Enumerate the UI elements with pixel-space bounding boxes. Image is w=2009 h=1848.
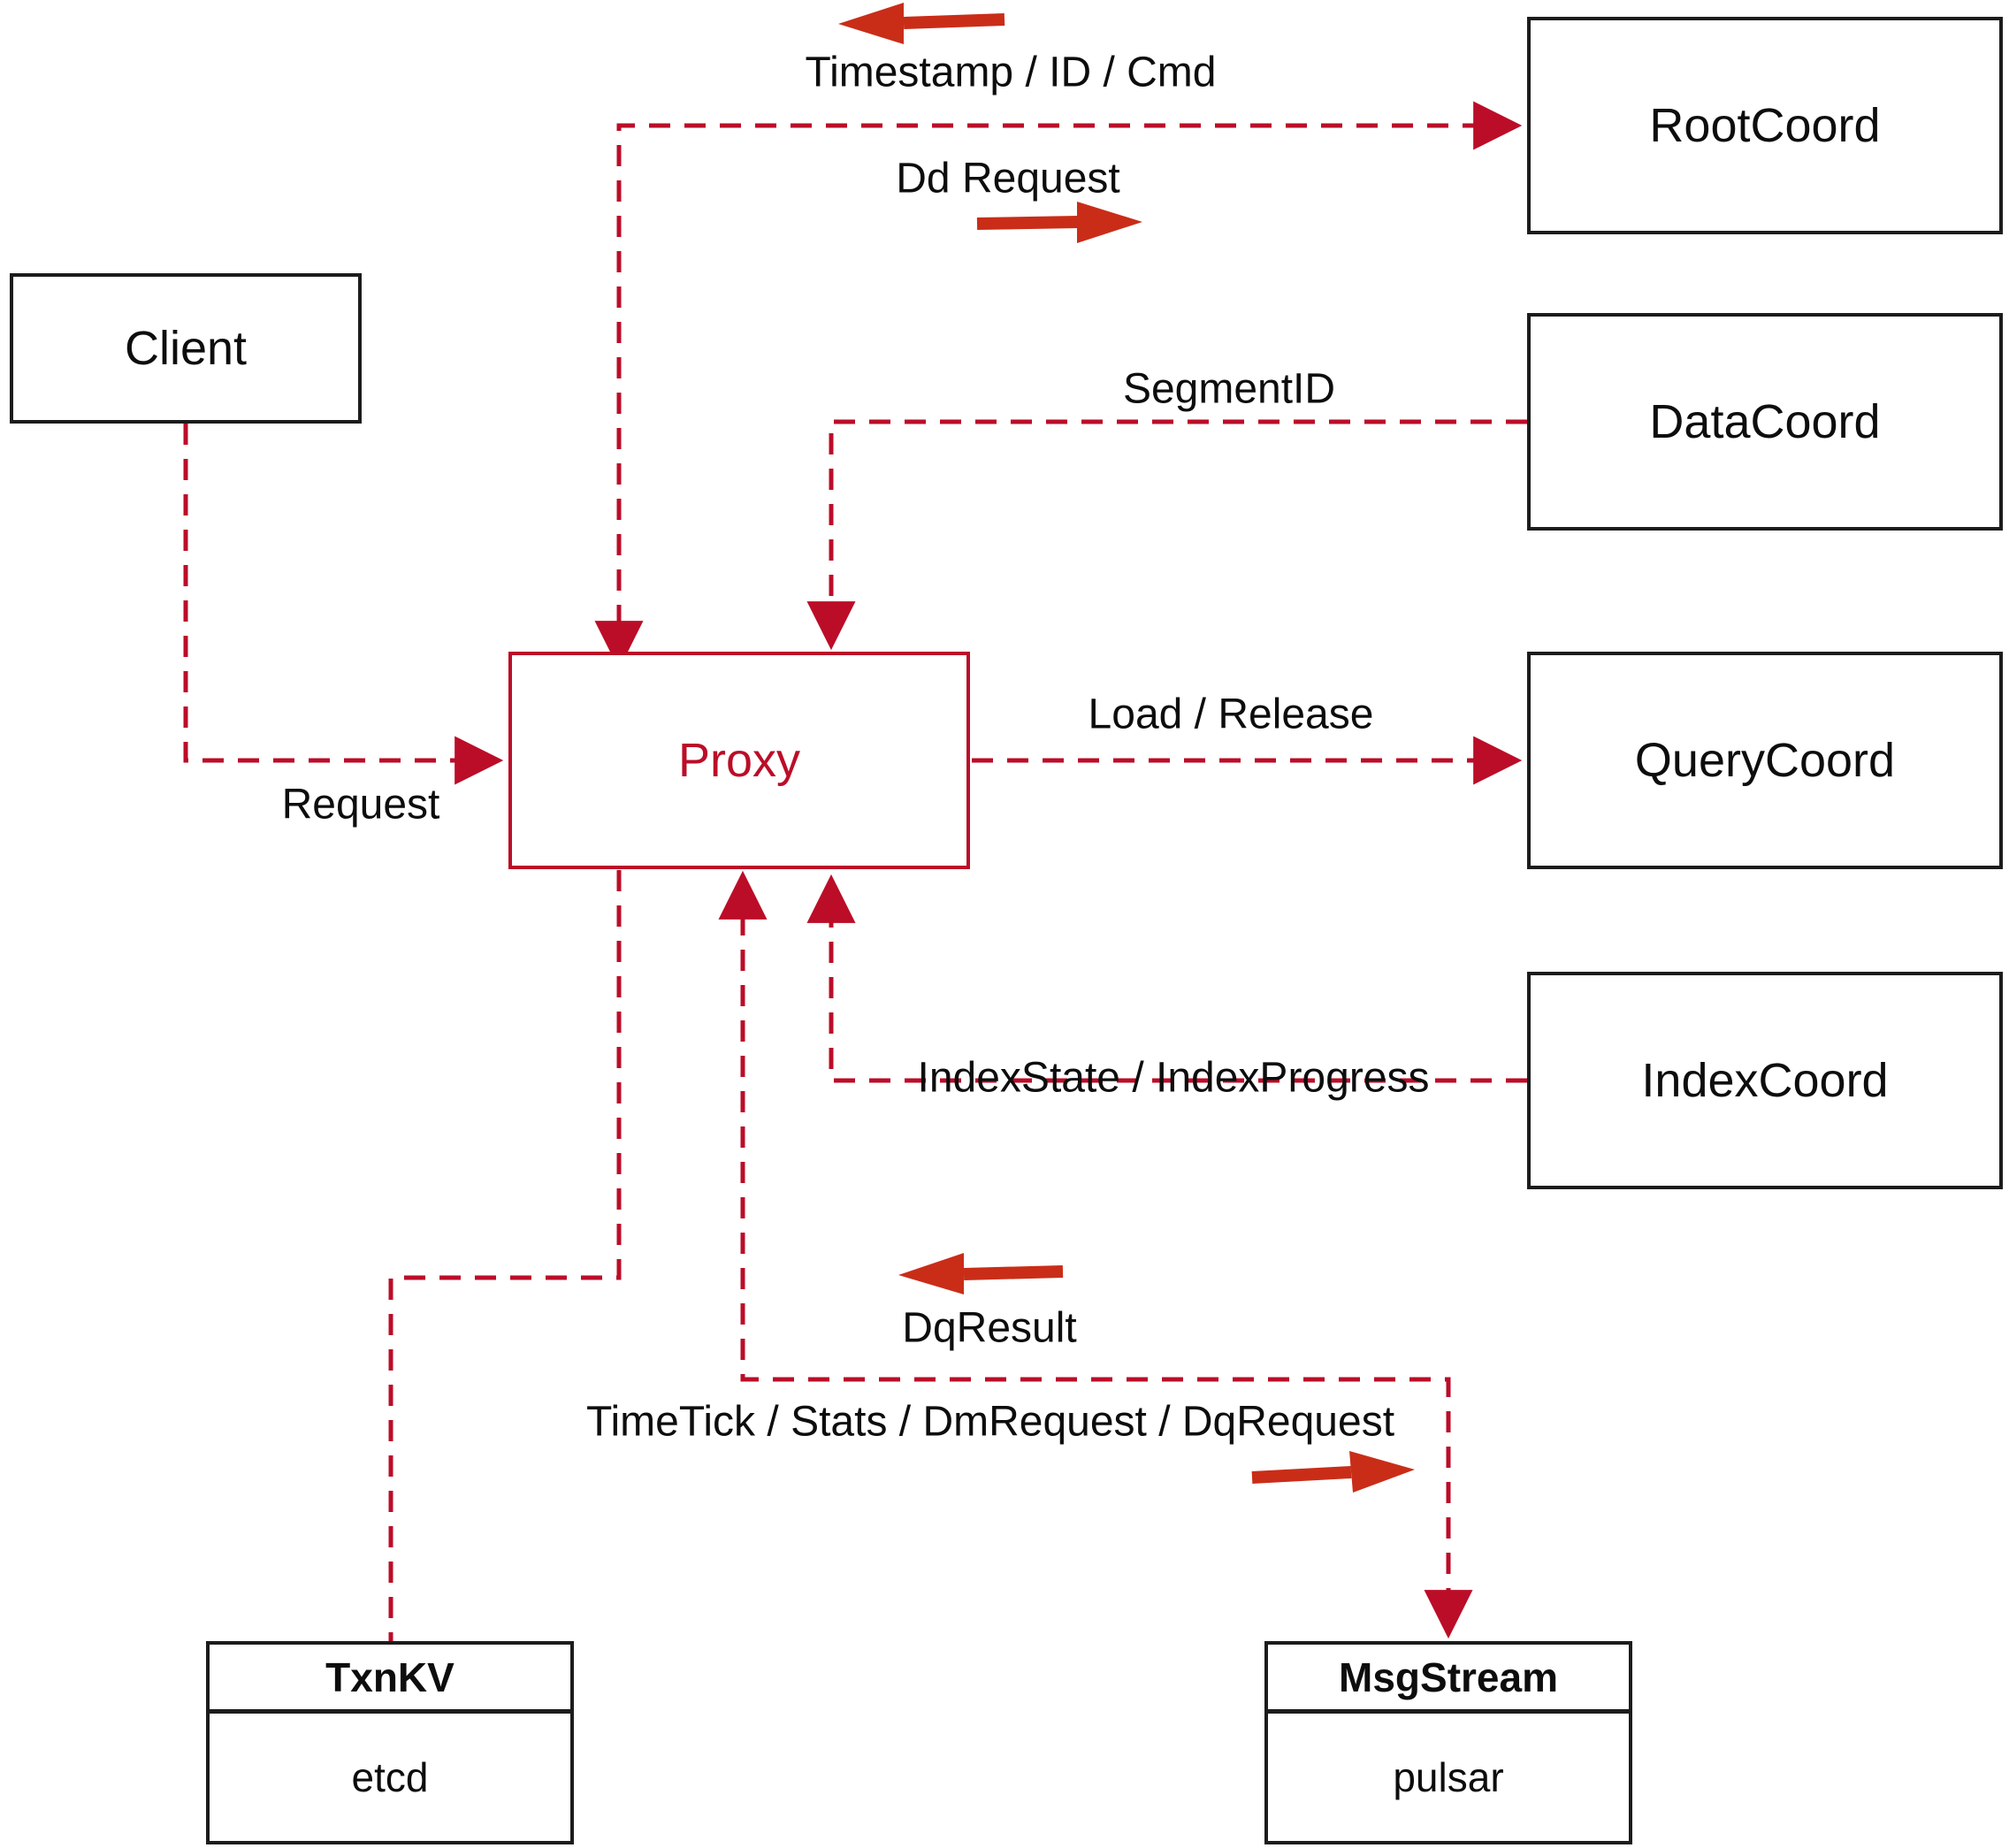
edge-label-time-tick-stats: TimeTick / Stats / DmRequest / DqRequest — [585, 1398, 1395, 1446]
node-datacoord-label: DataCoord — [1649, 395, 1881, 448]
node-msgstream-impl: pulsar — [1393, 1754, 1504, 1800]
direction-arrow-left-timestamp — [838, 3, 1005, 44]
node-datacoord: DataCoord — [1527, 313, 2003, 531]
connector-proxy-msgstream — [718, 870, 1473, 1639]
node-proxy: Proxy — [508, 652, 970, 869]
node-querycoord: QueryCoord — [1527, 652, 2003, 869]
node-proxy-label: Proxy — [677, 734, 801, 787]
node-txnkv-impl: etcd — [351, 1754, 429, 1800]
direction-arrow-left-dq-result — [898, 1253, 1064, 1294]
connector-proxy-rootcoord — [594, 101, 1523, 670]
direction-arrow-right-dd-request — [976, 202, 1142, 243]
node-msgstream-title: MsgStream — [1268, 1645, 1629, 1714]
edge-label-request: Request — [281, 781, 440, 829]
direction-arrow-right-time-tick — [1251, 1451, 1415, 1493]
node-indexcoord: IndexCoord — [1527, 972, 2003, 1189]
connector-proxy-txnkv — [388, 870, 622, 1641]
edge-label-dq-result: DqResult — [902, 1304, 1077, 1352]
edge-label-load-release: Load / Release — [1088, 691, 1374, 738]
node-client: Client — [10, 273, 362, 424]
edge-label-index-state-progress: IndexState / IndexProgress — [917, 1054, 1430, 1102]
node-txnkv: TxnKV etcd — [206, 1641, 574, 1844]
edge-label-dd-request: Dd Request — [896, 155, 1120, 202]
connector-client-proxy — [183, 424, 504, 785]
node-indexcoord-label: IndexCoord — [1641, 1054, 1889, 1107]
node-client-label: Client — [124, 322, 248, 375]
edge-label-timestamp-id-cmd: Timestamp / ID / Cmd — [805, 49, 1217, 96]
edge-label-segment-id: SegmentID — [1122, 365, 1336, 413]
connector-datacoord-proxy — [806, 419, 1527, 651]
node-querycoord-label: QueryCoord — [1634, 734, 1896, 787]
node-msgstream: MsgStream pulsar — [1264, 1641, 1632, 1844]
node-rootcoord: RootCoord — [1527, 17, 2003, 234]
node-txnkv-title: TxnKV — [210, 1645, 570, 1714]
node-rootcoord-label: RootCoord — [1649, 99, 1881, 152]
connector-indexcoord-proxy — [806, 874, 1527, 1083]
